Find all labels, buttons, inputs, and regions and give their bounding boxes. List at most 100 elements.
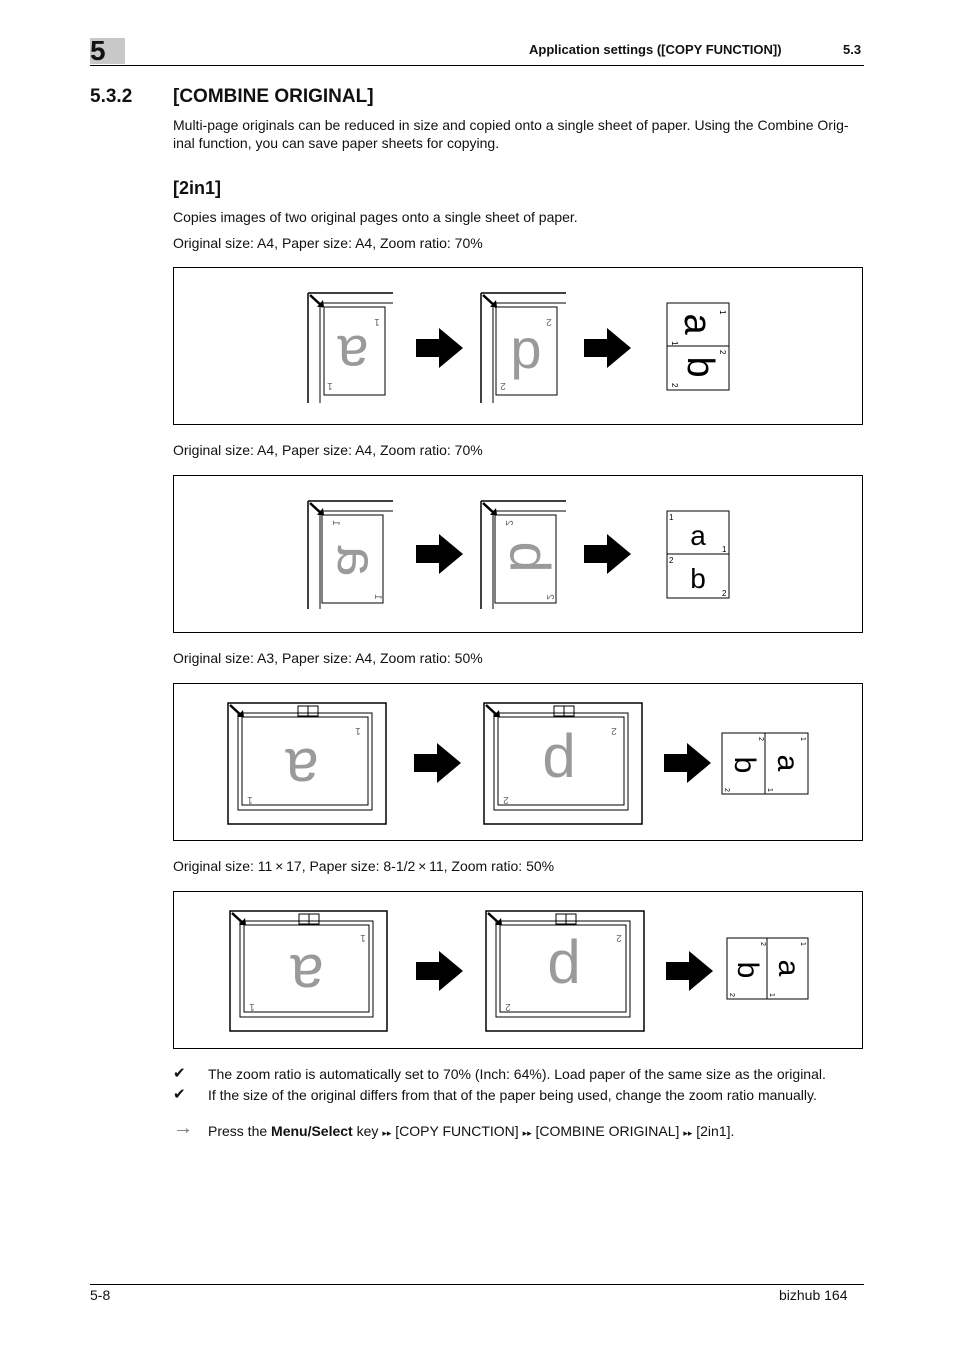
svg-text:1: 1 xyxy=(374,316,380,327)
procedure-step: Press the Menu/Select key ▸▸ [COPY FUNCT… xyxy=(208,1123,735,1139)
chapter-number: 5 xyxy=(90,35,106,66)
figure-4: a 1 1 p 2 2 a b 1 xyxy=(173,891,863,1049)
note-2: If the size of the original differs from… xyxy=(208,1087,817,1103)
svg-text:2: 2 xyxy=(723,788,730,792)
footer-rule xyxy=(90,1284,864,1285)
original-b-book: p 2 2 xyxy=(485,910,645,1032)
original-a-book: a 1 1 xyxy=(227,702,387,825)
svg-text:2: 2 xyxy=(616,932,622,943)
svg-text:a: a xyxy=(326,545,389,577)
svg-text:2: 2 xyxy=(505,1001,511,1012)
svg-text:a: a xyxy=(676,313,718,335)
svg-text:b: b xyxy=(690,563,706,594)
figure-1-diagram: a 1 1 p 2 2 xyxy=(307,292,730,403)
svg-text:1: 1 xyxy=(360,932,366,943)
next-icon: ▸▸ xyxy=(522,1128,532,1138)
svg-text:1: 1 xyxy=(247,794,253,805)
output-sheet: a b 1 1 2 2 xyxy=(666,302,730,391)
subsection-title: [2in1] xyxy=(173,178,222,198)
output-sheet: a b 1 1 2 2 xyxy=(666,510,730,599)
process-arrow xyxy=(666,951,713,991)
figure-caption-3: Original size: A3, Paper size: A4, Zoom … xyxy=(173,650,483,666)
figure-2: a 1 1 p 2 2 a b xyxy=(173,475,863,633)
svg-text:1: 1 xyxy=(722,545,727,554)
svg-text:2: 2 xyxy=(757,737,764,741)
figure-1: a 1 1 p 2 2 xyxy=(173,267,863,425)
svg-text:1: 1 xyxy=(330,520,341,526)
svg-text:a: a xyxy=(772,960,805,977)
section-intro: Multi-page originals can be reduced in s… xyxy=(173,116,867,152)
step-arrow-icon: → xyxy=(173,1117,193,1139)
section-title: [COMBINE ORIGINAL] xyxy=(173,86,374,107)
svg-text:1: 1 xyxy=(372,594,383,600)
figure-caption-4: Original size: 11 × 17, Paper size: 8-1/… xyxy=(173,858,555,874)
original-a: a 1 1 xyxy=(307,292,393,403)
svg-text:1: 1 xyxy=(669,513,674,522)
svg-text:2: 2 xyxy=(503,520,514,526)
original-a-landscape: a 1 1 xyxy=(307,500,393,609)
svg-text:a: a xyxy=(771,755,804,772)
svg-text:2: 2 xyxy=(728,993,735,997)
process-arrow xyxy=(416,951,463,991)
svg-text:1: 1 xyxy=(766,788,773,792)
svg-text:p: p xyxy=(547,938,580,1005)
figure-2-diagram: a 1 1 p 2 2 a b xyxy=(307,500,730,609)
svg-text:b: b xyxy=(728,757,761,774)
svg-text:2: 2 xyxy=(669,556,674,565)
header-rule xyxy=(90,65,864,66)
svg-text:2: 2 xyxy=(544,594,555,600)
svg-text:b: b xyxy=(731,962,764,979)
svg-text:2: 2 xyxy=(670,383,679,388)
svg-text:1: 1 xyxy=(799,737,806,741)
original-b-book: p 2 2 xyxy=(483,702,643,825)
original-a-book: a 1 1 xyxy=(229,910,388,1032)
svg-text:2: 2 xyxy=(759,942,766,946)
menu-select-key: Menu/Select xyxy=(271,1123,353,1139)
glyph-p: p xyxy=(510,317,541,380)
svg-text:1: 1 xyxy=(670,341,679,346)
product-name: bizhub 164 xyxy=(779,1287,848,1303)
process-arrow xyxy=(416,534,463,574)
svg-text:2: 2 xyxy=(546,316,552,327)
output-sheet: a b 1 1 2 2 xyxy=(721,732,809,795)
figure-3-diagram: a 1 1 p 2 2 a b 1 xyxy=(227,702,809,825)
process-arrow xyxy=(584,328,631,368)
figure-caption-2: Original size: A4, Paper size: A4, Zoom … xyxy=(173,442,483,458)
svg-text:a: a xyxy=(690,520,706,551)
next-icon: ▸▸ xyxy=(683,1128,693,1138)
svg-text:1: 1 xyxy=(718,310,727,315)
svg-text:1: 1 xyxy=(355,725,361,736)
header-section: 5.3 xyxy=(843,42,862,57)
svg-text:1: 1 xyxy=(768,993,775,997)
subsection-desc: Copies images of two original pages onto… xyxy=(173,209,578,225)
svg-text:1: 1 xyxy=(249,1001,255,1012)
page-number: 5-8 xyxy=(90,1287,111,1303)
process-arrow xyxy=(664,743,711,783)
original-b-landscape: p 2 2 xyxy=(480,500,566,609)
intro-line-2: inal function, you can save paper sheets… xyxy=(173,135,500,151)
figure-3: a 1 1 p 2 2 a b 1 xyxy=(173,683,863,841)
process-arrow xyxy=(584,534,631,574)
svg-text:a: a xyxy=(290,942,324,1009)
svg-text:2: 2 xyxy=(503,794,509,805)
svg-text:b: b xyxy=(679,356,721,377)
figure-4-diagram: a 1 1 p 2 2 a b 1 xyxy=(229,910,809,1032)
svg-text:2: 2 xyxy=(722,589,727,598)
svg-text:p: p xyxy=(542,732,575,799)
figure-caption-1: Original size: A4, Paper size: A4, Zoom … xyxy=(173,235,483,251)
section-number: 5.3.2 xyxy=(90,86,133,107)
chapter-tab xyxy=(90,38,125,64)
original-b: p 2 2 xyxy=(480,292,566,403)
svg-text:2: 2 xyxy=(718,350,727,355)
svg-text:p: p xyxy=(489,541,552,572)
checkmark-icon: ✔ xyxy=(173,1086,186,1103)
svg-text:1: 1 xyxy=(327,380,333,391)
checkmark-icon: ✔ xyxy=(173,1065,186,1082)
note-1: The zoom ratio is automatically set to 7… xyxy=(208,1066,826,1082)
glyph-a: a xyxy=(337,324,369,387)
svg-text:1: 1 xyxy=(799,942,806,946)
process-arrow xyxy=(414,743,461,783)
process-arrow xyxy=(416,328,463,368)
next-icon: ▸▸ xyxy=(382,1128,392,1138)
header-title: Application settings ([COPY FUNCTION]) xyxy=(529,42,782,57)
